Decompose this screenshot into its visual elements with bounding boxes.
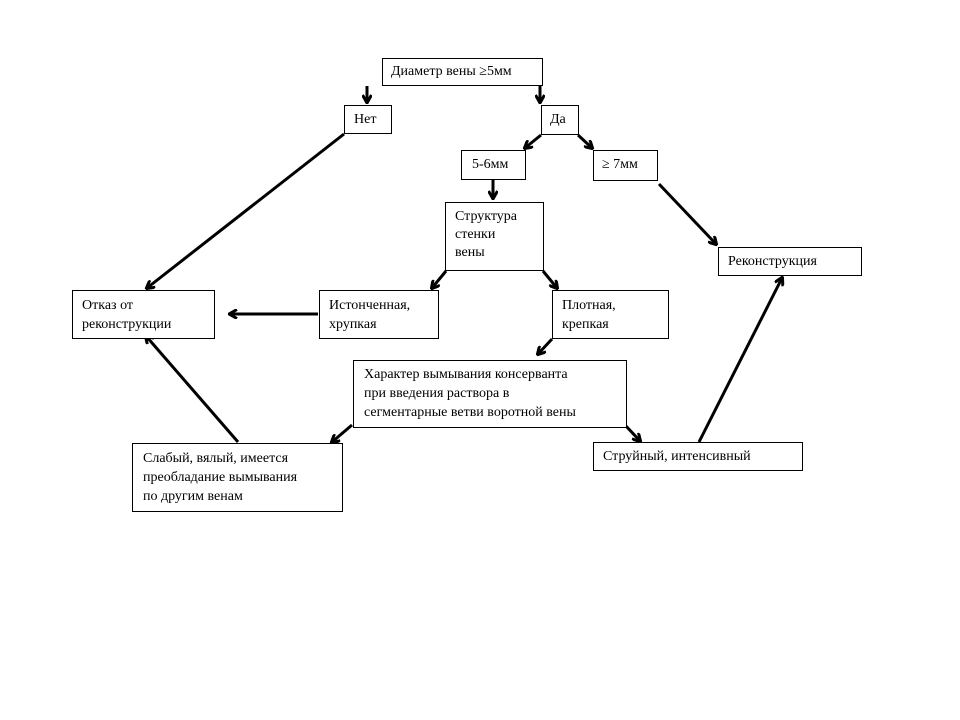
arrow-dense-washout xyxy=(538,337,554,354)
arrow-no-refusal xyxy=(147,132,345,288)
node-reconstruction: Реконструкция xyxy=(718,247,862,276)
arrow-strong-reconstruction xyxy=(697,278,782,443)
node-refusal: Отказ от реконструкции xyxy=(72,290,215,339)
node-strong: Струйный, интенсивный xyxy=(593,442,803,471)
node-5-6mm: 5-6мм xyxy=(461,150,526,180)
arrow-yes-5-6 xyxy=(525,133,542,148)
arrow-7-reconstruction xyxy=(657,182,716,244)
node-thin: Истонченная, хрупкая xyxy=(319,290,439,339)
node-no: Нет xyxy=(344,105,392,134)
node-wall-structure: Структура стенки вены xyxy=(445,202,544,271)
node-washout: Характер вымывания консерванта при введе… xyxy=(353,360,627,428)
arrow-weak-refusal xyxy=(146,336,240,443)
node-diameter: Диаметр вены ≥5мм xyxy=(382,58,543,86)
node-yes: Да xyxy=(541,105,579,135)
node-weak: Слабый, вялый, имеется преобладание вымы… xyxy=(132,443,343,512)
arrow-structure-thin xyxy=(432,270,448,288)
node-7mm: ≥ 7мм xyxy=(593,150,658,181)
arrow-washout-strong xyxy=(623,423,640,441)
arrow-yes-7 xyxy=(576,133,592,148)
arrow-structure-dense xyxy=(541,270,557,288)
arrow-washout-weak xyxy=(332,423,353,442)
node-dense: Плотная, крепкая xyxy=(552,290,669,339)
